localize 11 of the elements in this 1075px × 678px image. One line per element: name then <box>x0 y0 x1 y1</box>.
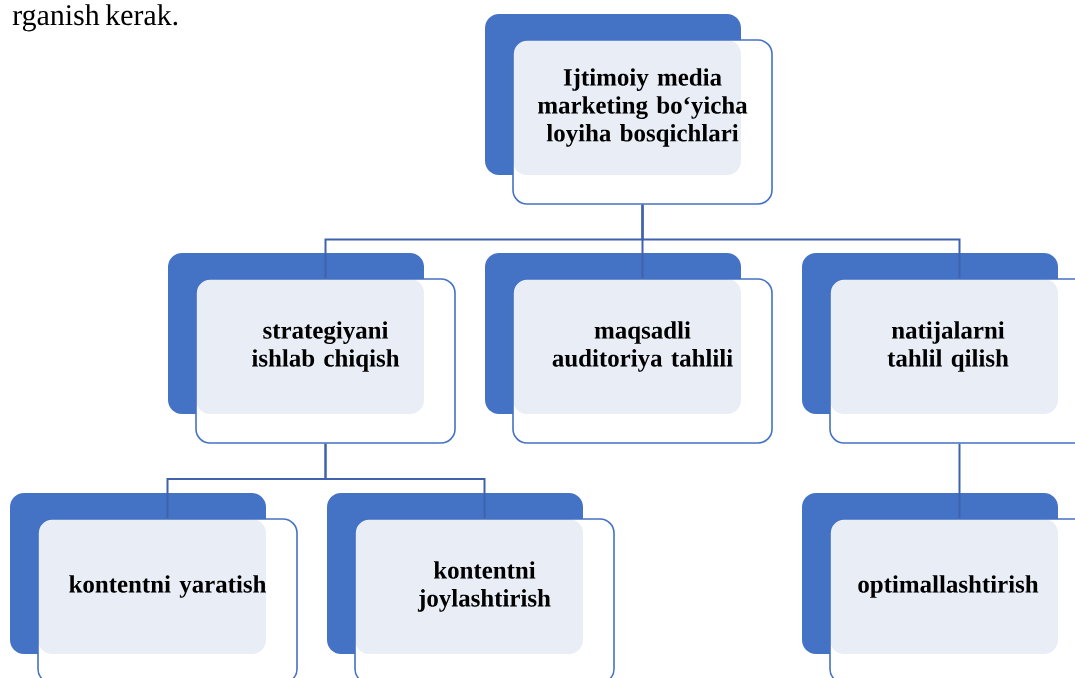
body-text: rganish kerak. <box>12 4 178 32</box>
process-box: natijalarni tahlil qilish <box>802 253 1075 444</box>
process-box: kontentni yaratish <box>10 493 298 678</box>
process-box: maqsadli auditoriya tahlili <box>485 253 773 444</box>
process-box: Ijtimoiy media marketing bo‘yicha loyiha bosqichlari <box>485 14 773 205</box>
process-box: strategiyani ishlab chiqish <box>168 253 456 444</box>
connector-line <box>641 203 961 280</box>
connector-line <box>958 442 961 520</box>
process-box: kontentni joylashtirish <box>327 493 615 678</box>
connector-line <box>324 442 486 520</box>
process-box: optimallashtirish <box>802 493 1075 678</box>
